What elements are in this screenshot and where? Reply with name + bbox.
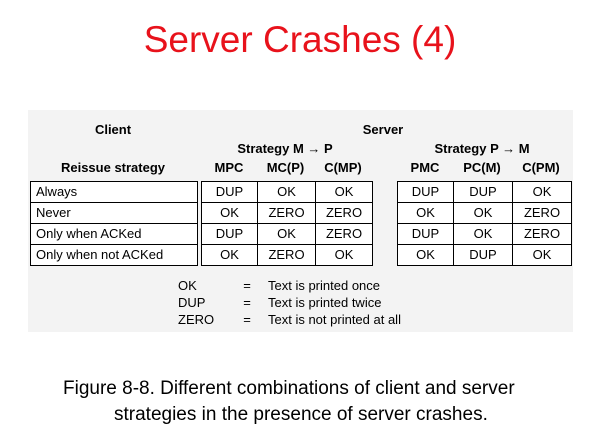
client-cell: Never (36, 205, 71, 220)
legend-item: ZERO = Text is not printed at all (178, 311, 401, 328)
result-cell: DUP (454, 182, 513, 202)
table-row: OK OK ZERO (398, 203, 571, 224)
client-cell: Only when ACKed (36, 226, 142, 241)
mp-col-header: C(MP) (324, 160, 362, 175)
table-row: Only when ACKed (31, 224, 197, 245)
result-cell: DUP (398, 182, 454, 202)
table-row: DUP DUP OK (398, 182, 571, 203)
result-cell: OK (532, 184, 552, 199)
result-cell: DUP (202, 182, 258, 202)
result-cell: OK (202, 203, 258, 223)
figure-panel: Client Server Strategy M → P Strategy P … (28, 110, 573, 332)
result-cell: ZERO (258, 245, 316, 265)
result-cell: OK (532, 247, 552, 262)
legend-equals: = (243, 278, 251, 293)
pm-col-header: C(PM) (522, 160, 560, 175)
table-row: Never (31, 203, 197, 224)
legend-item: DUP = Text is printed twice (178, 294, 401, 311)
legend-definition: Text is not printed at all (268, 312, 401, 327)
result-cell: DUP (454, 245, 513, 265)
client-cell: Always (36, 184, 78, 199)
strategy-pm-header: Strategy P → M (434, 141, 530, 156)
table-row: DUP OK ZERO (398, 224, 571, 245)
result-cell: ZERO (523, 205, 561, 220)
caption-line: strategies in the presence of server cra… (114, 404, 488, 425)
client-cell: Only when not ACKed (36, 247, 164, 262)
result-cell: OK (454, 203, 513, 223)
server-pm-table: DUP DUP OK OK OK ZERO DUP OK ZERO OK DUP… (397, 181, 572, 266)
result-cell: OK (258, 224, 316, 244)
table-row: OK DUP OK (398, 245, 571, 266)
mp-col-header: MC(P) (266, 160, 305, 175)
legend-definition: Text is printed twice (268, 295, 382, 310)
result-cell: OK (398, 245, 454, 265)
result-cell: OK (454, 224, 513, 244)
figure-caption: Figure 8-8. Different combinations of cl… (0, 376, 600, 428)
legend-item: OK = Text is printed once (178, 277, 401, 294)
server-header: Server (362, 122, 404, 137)
reissue-strategy-header: Reissue strategy (60, 160, 166, 175)
slide-title: Server Crashes (4) (143, 19, 457, 60)
client-table: Always Never Only when ACKed Only when n… (30, 181, 198, 266)
result-cell: ZERO (523, 226, 561, 241)
legend-term: OK (178, 278, 197, 293)
result-cell: DUP (398, 224, 454, 244)
legend-equals: = (243, 295, 251, 310)
table-row: OK ZERO OK (202, 245, 372, 266)
legend-definition: Text is printed once (268, 278, 381, 293)
table-row: Only when not ACKed (31, 245, 197, 266)
table-row: DUP OK ZERO (202, 224, 372, 245)
server-mp-table: DUP OK OK OK ZERO ZERO DUP OK ZERO OK ZE… (201, 181, 373, 266)
client-header: Client (94, 122, 132, 137)
result-cell: OK (398, 203, 454, 223)
result-cell: ZERO (325, 205, 363, 220)
table-row: Always (31, 182, 197, 203)
result-cell: OK (258, 182, 316, 202)
caption-line: Figure 8-8. Different combinations of cl… (63, 378, 515, 399)
result-cell: OK (202, 245, 258, 265)
result-cell: DUP (202, 224, 258, 244)
result-cell: OK (334, 247, 354, 262)
strategy-mp-header: Strategy M → P (237, 141, 333, 156)
result-cell: OK (334, 184, 354, 199)
legend-term: ZERO (178, 312, 215, 327)
legend-term: DUP (178, 295, 206, 310)
result-cell: ZERO (258, 203, 316, 223)
legend: OK = Text is printed once DUP = Text is … (178, 277, 401, 328)
pm-col-header: PMC (410, 160, 440, 175)
table-row: DUP OK OK (202, 182, 372, 203)
pm-col-header: PC(M) (463, 160, 501, 175)
result-cell: ZERO (325, 226, 363, 241)
mp-col-header: MPC (214, 160, 244, 175)
legend-equals: = (243, 312, 251, 327)
table-row: OK ZERO ZERO (202, 203, 372, 224)
